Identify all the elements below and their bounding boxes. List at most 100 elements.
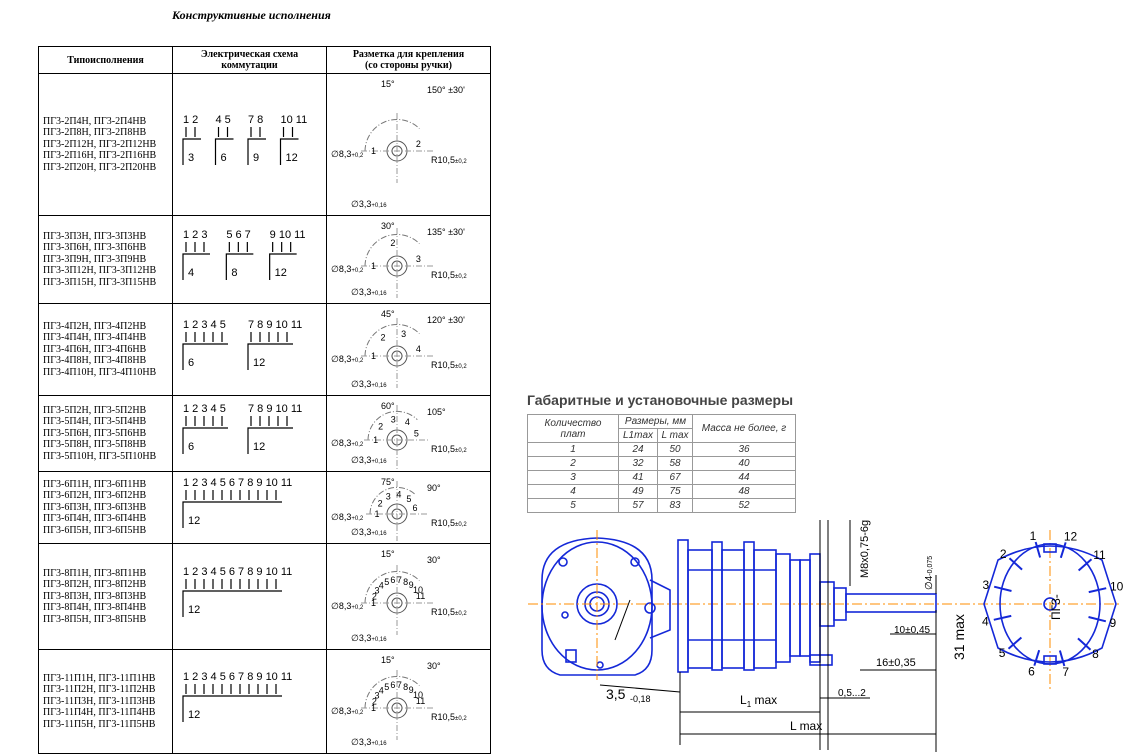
model-name: ПГ3-6П3Н, ПГ3-6П3НВ — [43, 501, 147, 513]
front-view-dims: 3,5 -0,18 — [599, 599, 681, 704]
rear-contact-label: 8 — [1092, 647, 1099, 661]
model-name: ПГ3-3П3Н, ПГ3-3П3НВ — [43, 230, 147, 242]
dim-10: 10±0,45 — [894, 625, 931, 636]
model-name: ПГ3-11П1Н, ПГ3-11П1НВ — [43, 672, 156, 684]
dim-height: 31 max — [951, 614, 967, 660]
model-name: ПГ3-3П12Н, ПГ3-3П12НВ — [43, 265, 157, 277]
angle-label: 15° — [381, 549, 395, 559]
position-label: 5 — [384, 682, 389, 692]
position-label: 11 — [416, 695, 425, 705]
position-label: 5 — [414, 428, 419, 438]
radius-label: R10,5±0,2 — [431, 155, 467, 165]
dimensions-cell: 2 — [527, 456, 619, 471]
model-name: ПГ3-6П4Н, ПГ3-6П4НВ — [43, 513, 147, 525]
switch-line — [182, 589, 282, 617]
scheme-top-label: 4 5 — [216, 114, 231, 126]
rear-contact-pin — [993, 585, 1012, 593]
position-label: 3 — [375, 585, 380, 595]
switch-line — [182, 137, 201, 165]
position-label: 2 — [416, 138, 421, 148]
position-label: 9 — [409, 685, 414, 695]
radius-label: R10,5±0,2 — [431, 607, 467, 617]
angle-label: 60° — [381, 401, 395, 411]
radius-label: R10,5±0,2 — [431, 712, 467, 722]
position-label: 6 — [390, 680, 395, 690]
dimensions-subheader-row: L1max L max — [528, 428, 796, 443]
model-name: ПГ3-8П3Н, ПГ3-8П3НВ — [43, 590, 147, 602]
dimensions-cell: 24 — [618, 442, 658, 457]
switch-line — [182, 500, 282, 528]
scheme-top-label: 7 8 9 10 11 — [248, 403, 302, 415]
position-label: 10 — [413, 585, 423, 595]
scheme-top-label: 1 2 3 4 5 — [183, 319, 226, 331]
dimensions-cell: 4 — [527, 484, 619, 499]
switch-line — [247, 137, 266, 165]
position-label: 2 — [372, 591, 377, 601]
pin-d-label: ∅3,3+0,16 — [351, 633, 387, 643]
arc-line — [364, 570, 420, 603]
scheme-bottom-label: 12 — [253, 357, 265, 369]
position-label: 5 — [384, 577, 389, 587]
switch-line — [182, 342, 228, 370]
rear-contact-pin — [1058, 650, 1066, 667]
dim-l1: L1 max — [740, 693, 777, 709]
angle-label: 15° — [381, 79, 395, 89]
model-name: ПГ3-2П16Н, ПГ3-2П16НВ — [43, 150, 157, 162]
rear-contact-label: 1 — [1030, 529, 1037, 543]
position-label: 2 — [378, 498, 383, 508]
pin-d-label: ∅3,3+0,16 — [351, 287, 387, 297]
arc-label: 150° ±30' — [427, 85, 465, 95]
scheme-top-label: 1 2 3 4 5 6 7 8 9 10 11 — [183, 477, 292, 489]
pin-d-label: ∅3,3+0,16 — [351, 379, 387, 389]
position-label: 3 — [386, 491, 391, 501]
rear-contact-label: 3 — [982, 578, 989, 592]
rear-contact-pin — [1007, 636, 1023, 650]
scheme-bottom-label: 9 — [253, 152, 259, 164]
position-label: 1 — [371, 351, 376, 361]
angle-label: 30° — [381, 221, 395, 231]
dims-header-mass: Масса не более, г — [692, 414, 796, 443]
dimensions-cell: 32 — [618, 456, 658, 471]
model-name: ПГ3-11П4Н, ПГ3-11П4НВ — [43, 707, 156, 719]
hole-d-label: ∅8,3+0,2 — [331, 354, 364, 364]
hole-d-label: ∅8,3+0,2 — [331, 438, 364, 448]
dimensions-table: Количество плат Размеры, мм Масса не бол… — [527, 414, 796, 513]
position-label: 2 — [372, 696, 377, 706]
dim-gap: 0,5...2 — [838, 688, 866, 699]
pin-d-label: ∅3,3+0,16 — [351, 737, 387, 747]
model-name: ПГ3-3П6Н, ПГ3-3П6НВ — [43, 242, 147, 254]
scheme-top-label: 7 8 9 10 11 — [248, 319, 302, 331]
header-types: Типоисполнения — [38, 46, 173, 74]
position-label: 4 — [405, 417, 410, 427]
header-drill: Разметка для крепления(со стороны ручки) — [326, 46, 491, 74]
side-view — [677, 539, 937, 673]
scheme-top-label: 10 11 — [281, 114, 308, 126]
angle-label: 15° — [381, 655, 395, 665]
arc-line — [367, 410, 418, 440]
dimensions-title: Габаритные и установочные размеры — [527, 392, 794, 408]
model-name: ПГ3-5П4Н, ПГ3-5П4НВ — [43, 416, 147, 428]
arc-line — [364, 675, 420, 708]
model-name: ПГ3-8П1Н, ПГ3-8П1НВ — [43, 567, 147, 579]
model-name: ПГ3-4П6Н, ПГ3-4П6НВ — [43, 343, 147, 355]
